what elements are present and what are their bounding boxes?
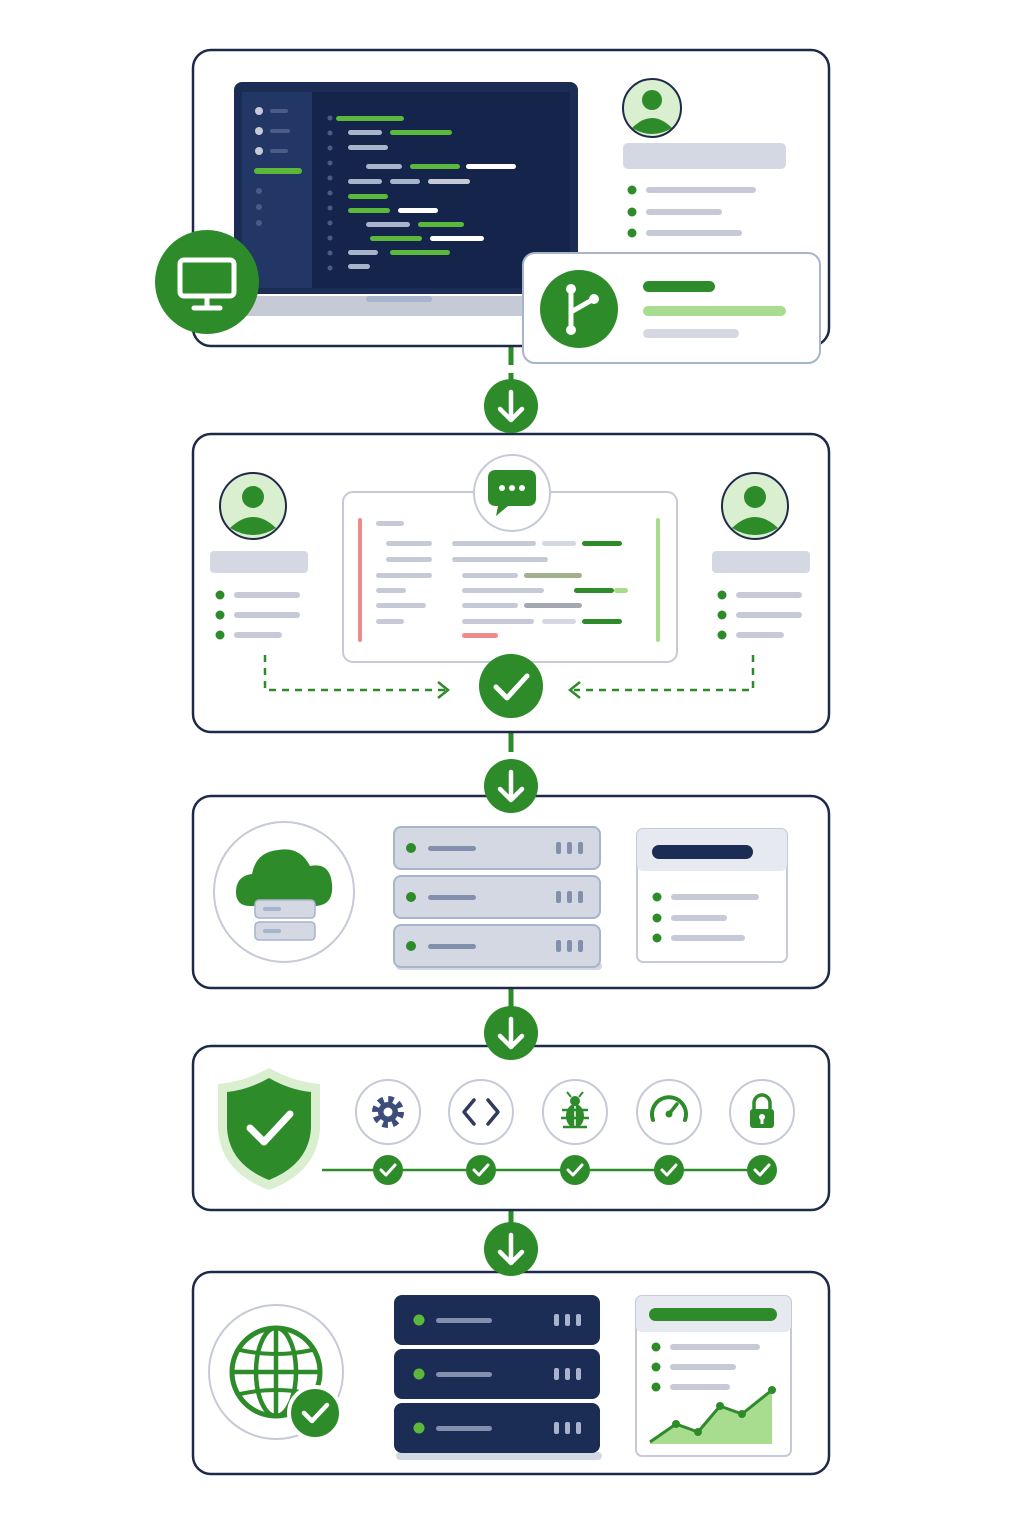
code-brackets-icon [462,1098,500,1126]
test-security [729,1079,795,1185]
check-circle-icon [479,654,543,718]
check-circle-icon [373,1155,403,1185]
approval-paths [263,655,755,699]
globe-check-icon [208,1304,344,1441]
check-circle-icon [466,1155,496,1185]
stage-test [191,1044,831,1212]
user-avatar-icon [219,472,287,540]
user-avatar-icon [721,472,789,540]
check-circle-icon [287,1385,343,1441]
bug-icon [561,1091,589,1129]
shield-check-icon [218,1068,320,1190]
server-unit [393,826,601,870]
globe-icon [229,1325,323,1419]
laptop-editor [206,82,606,316]
git-branch-card [522,252,821,364]
test-performance [636,1079,702,1185]
arrow-down-icon [484,1222,538,1276]
gear-icon [372,1096,404,1128]
reviewer-left [210,472,308,640]
test-config [355,1079,421,1185]
stage-develop [155,48,831,364]
stage-deploy [191,1270,831,1476]
report-panel-icon [636,828,788,963]
chat-bubble-icon [473,454,551,532]
user-avatar-icon [622,78,682,138]
arrow-down-icon [484,379,538,433]
code-lines [327,115,516,271]
reviewer-right [712,472,810,640]
server-stack-icon [393,826,602,970]
cloud-server-icon [213,821,355,963]
code-diff-panel [342,491,678,663]
monitor-icon [155,230,259,334]
git-branch-icon [540,270,618,348]
speedometer-icon [650,1095,688,1122]
server-unit [394,1295,600,1345]
stage-build [191,794,831,990]
server-stack-icon [394,1295,602,1460]
check-circle-icon [560,1155,590,1185]
stage-review [191,432,831,734]
lock-icon [750,1093,774,1128]
arrow-down-icon [484,1006,538,1060]
server-unit [394,1403,600,1453]
server-unit [393,875,601,919]
arrow-down-icon [484,759,538,813]
test-bugs [542,1079,608,1185]
test-code [448,1079,514,1185]
server-unit [394,1349,600,1399]
line-chart-icon [649,1386,776,1444]
monitoring-panel [635,1295,792,1457]
server-unit [393,924,601,968]
user-profile-card [622,78,786,238]
check-circle-icon [654,1155,684,1185]
check-circle-icon [747,1155,777,1185]
